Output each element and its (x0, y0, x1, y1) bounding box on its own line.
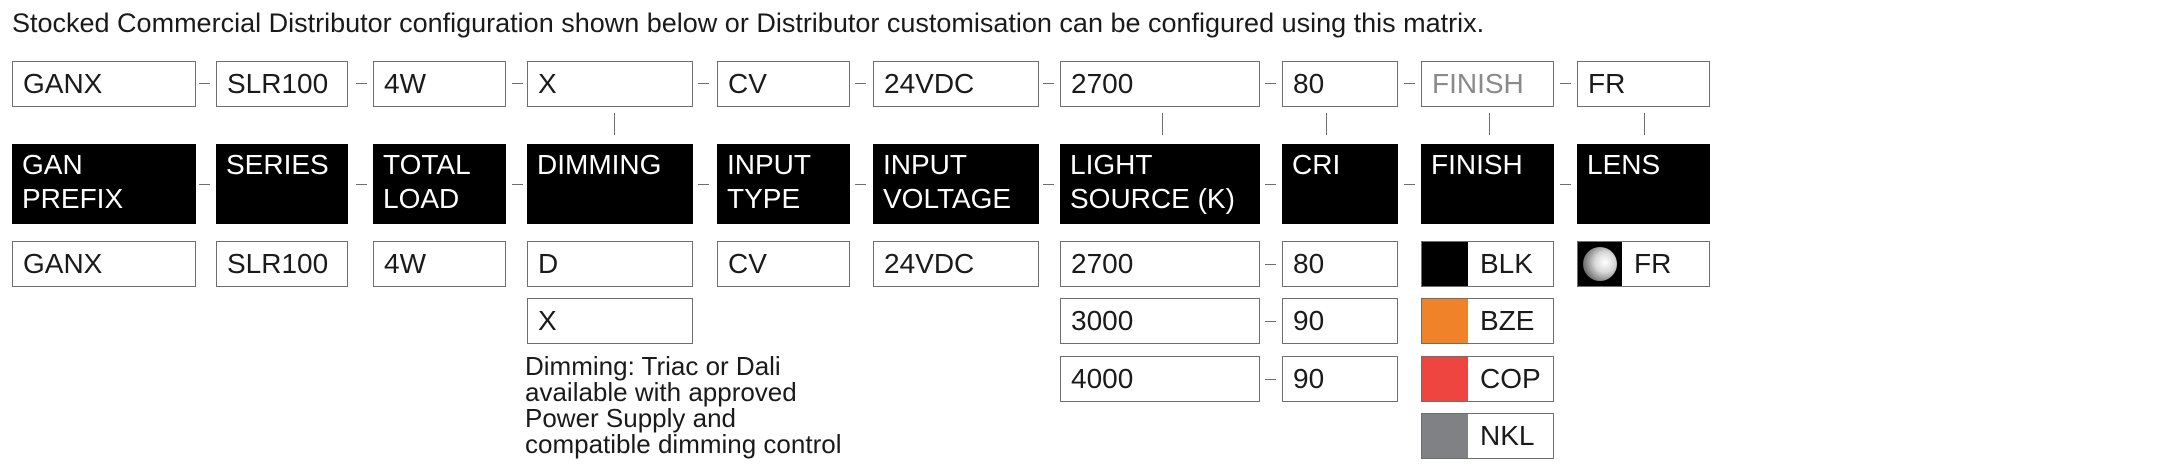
finish-swatch-bronze (1422, 299, 1468, 343)
separator-dash (698, 83, 709, 84)
config-gan-prefix: GANX (12, 61, 196, 107)
separator-dash (1560, 83, 1571, 84)
config-lens: FR (1577, 61, 1710, 107)
option-input-voltage: 24VDC (873, 241, 1039, 287)
dimming-note-line: Power Supply and (525, 403, 737, 433)
separator-dash (1265, 83, 1276, 84)
separator-dash (1043, 83, 1054, 84)
config-cri: 80 (1282, 61, 1398, 107)
connector-line (1644, 113, 1645, 135)
connector-line (1489, 113, 1490, 135)
finish-label: COP (1480, 363, 1541, 394)
separator-dash (1043, 184, 1054, 185)
finish-label: NKL (1480, 420, 1535, 451)
lens-label: FR (1634, 248, 1672, 279)
option-finish-bze: BZE (1421, 298, 1554, 344)
finish-label: BZE (1480, 305, 1535, 336)
frosted-lens-icon (1578, 242, 1622, 286)
config-dimming: X (527, 61, 693, 107)
option-cri-90: 90 (1282, 298, 1398, 344)
finish-label: BLK (1480, 248, 1533, 279)
dimming-note-line: compatible dimming control (525, 429, 842, 459)
config-input-type: CV (717, 61, 850, 107)
separator-dash (698, 184, 709, 185)
config-total-load: 4W (373, 61, 506, 107)
separator-dash (512, 83, 523, 84)
config-input-voltage: 24VDC (873, 61, 1039, 107)
separator-dash (199, 184, 210, 185)
header-input-voltage: INPUT VOLTAGE (873, 144, 1039, 224)
intro-text: Stocked Commercial Distributor configura… (12, 8, 1485, 38)
option-cri-90: 90 (1282, 356, 1398, 402)
header-cri: CRI (1282, 144, 1398, 224)
dimming-note-line: Dimming: Triac or Dali (525, 351, 781, 381)
header-dimming: DIMMING (527, 144, 693, 224)
separator-dash (199, 83, 210, 84)
option-dimming-d: D (527, 241, 693, 287)
separator-dash (1404, 83, 1415, 84)
separator-dash (1265, 184, 1276, 185)
separator-dash (1265, 264, 1276, 265)
connector-line (1326, 113, 1327, 135)
option-total-load: 4W (373, 241, 506, 287)
option-finish-blk: BLK (1421, 241, 1554, 287)
separator-dash (1265, 321, 1276, 322)
config-finish: FINISH (1421, 61, 1554, 107)
option-gan-prefix: GANX (12, 241, 196, 287)
separator-dash (855, 184, 866, 185)
dimming-note-line: available with approved (525, 377, 797, 407)
config-series: SLR100 (216, 61, 348, 107)
separator-dash (512, 184, 523, 185)
finish-swatch-black (1422, 242, 1468, 286)
header-finish: FINISH (1421, 144, 1554, 224)
finish-swatch-copper (1422, 357, 1468, 401)
separator-dash (1265, 379, 1276, 380)
config-light-source: 2700 (1060, 61, 1260, 107)
finish-swatch-nickel (1422, 414, 1468, 458)
option-input-type: CV (717, 241, 850, 287)
separator-dash (356, 184, 367, 185)
option-cri-80: 80 (1282, 241, 1398, 287)
connector-line (1162, 113, 1163, 135)
separator-dash (1404, 184, 1415, 185)
separator-dash (356, 83, 367, 84)
option-light-source-4000: 4000 (1060, 356, 1260, 402)
option-finish-nkl: NKL (1421, 413, 1554, 459)
separator-dash (1560, 184, 1571, 185)
separator-dash (855, 83, 866, 84)
option-lens-fr: FR (1577, 241, 1710, 287)
option-light-source-2700: 2700 (1060, 241, 1260, 287)
option-dimming-x: X (527, 298, 693, 344)
header-total-load: TOTAL LOAD (373, 144, 506, 224)
option-light-source-3000: 3000 (1060, 298, 1260, 344)
dimming-note: Dimming: Triac or Dali available with ap… (525, 353, 905, 457)
header-gan-prefix: GAN PREFIX (12, 144, 196, 224)
header-light-source: LIGHT SOURCE (K) (1060, 144, 1260, 224)
connector-line (614, 113, 615, 135)
option-finish-cop: COP (1421, 356, 1554, 402)
option-series: SLR100 (216, 241, 348, 287)
header-lens: LENS (1577, 144, 1710, 224)
header-series: SERIES (216, 144, 348, 224)
header-input-type: INPUT TYPE (717, 144, 850, 224)
